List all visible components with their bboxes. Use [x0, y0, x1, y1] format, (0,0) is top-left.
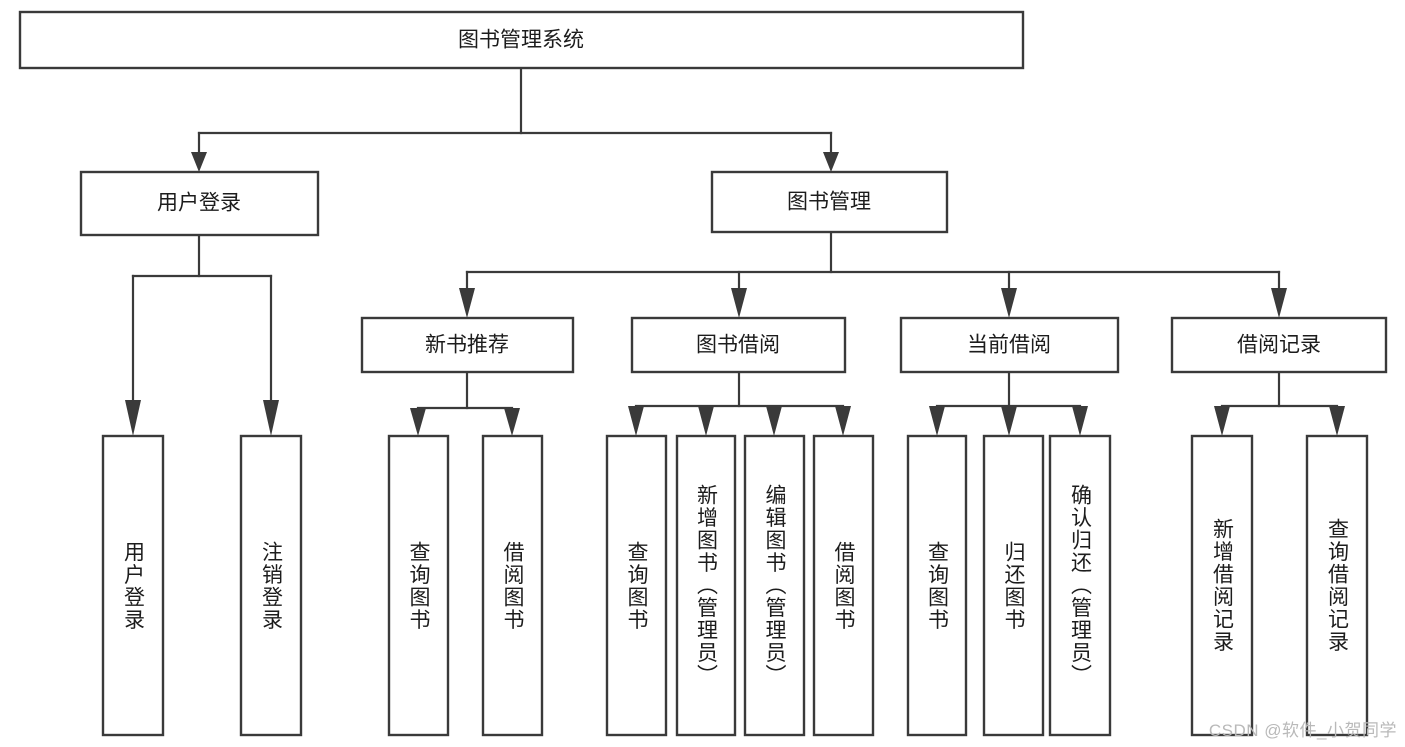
node-root-label: 图书管理系统: [458, 29, 584, 52]
arrowhead-user-login: [191, 152, 207, 172]
node-book-borrow-label: 图书借阅: [696, 334, 780, 357]
node-new-book-recommend-box[interactable]: [360, 316, 575, 374]
node-user-login-box[interactable]: [79, 170, 320, 237]
node-user-login[interactable]: 用户登录: [79, 170, 320, 237]
arrowhead-leaf-edit-book: [766, 406, 782, 436]
node-borrow-record-label: 借阅记录: [1237, 334, 1321, 357]
node-book-management-label: 图书管理: [787, 191, 871, 214]
node-book-management-box[interactable]: [710, 170, 949, 234]
node-leaf-logout-box[interactable]: [239, 434, 303, 737]
arrowhead-new-book-recommend: [459, 288, 475, 318]
node-borrow-record-box[interactable]: [1170, 316, 1388, 374]
node-leaf-user-login-box[interactable]: [101, 434, 165, 737]
node-leaf-edit-book-box[interactable]: [743, 434, 806, 737]
node-user-login-label: 用户登录: [157, 192, 241, 215]
connectors-borrow-record-leaves: [1214, 370, 1345, 436]
node-leaf-borrow-book-2-box[interactable]: [812, 434, 875, 737]
connectors-book-borrow-leaves: [628, 370, 851, 436]
arrowhead-book-borrow: [731, 288, 747, 318]
arrowhead-leaf-add-book: [698, 406, 714, 436]
arrowhead-leaf-query-book-2: [628, 406, 644, 436]
node-leaf-borrow-book-1-box[interactable]: [481, 434, 544, 737]
node-leaf-query-record-box[interactable]: [1305, 434, 1369, 737]
node-book-borrow[interactable]: 图书借阅: [630, 316, 847, 374]
arrowhead-leaf-logout: [263, 400, 279, 436]
node-leaf-query-book-2-box[interactable]: [605, 434, 668, 737]
connectors-book-management-level2: [459, 230, 1287, 318]
node-book-management[interactable]: 图书管理: [710, 170, 949, 234]
arrowhead-current-borrow: [1001, 288, 1017, 318]
connectors-user-login-leaves: [125, 233, 279, 436]
node-leaf-confirm-return-box[interactable]: [1048, 434, 1112, 737]
node-leaf-query-book-3-box[interactable]: [906, 434, 968, 737]
node-leaf-return-book-box[interactable]: [982, 434, 1045, 737]
arrowhead-leaf-query-record: [1329, 406, 1345, 436]
arrowhead-book-management: [823, 152, 839, 172]
arrowhead-leaf-confirm-return: [1072, 406, 1088, 436]
node-book-borrow-box[interactable]: [630, 316, 847, 374]
connectors-root-level1: [191, 66, 839, 172]
csdn-watermark: CSDN @软件_小贺同学: [1208, 721, 1397, 740]
arrowhead-leaf-borrow-book-1: [504, 408, 520, 436]
arrowhead-leaf-query-book-3: [929, 406, 945, 436]
node-new-book-recommend-label: 新书推荐: [425, 334, 509, 357]
arrowhead-leaf-query-book-1: [410, 408, 426, 436]
node-borrow-record[interactable]: 借阅记录: [1170, 316, 1388, 374]
node-leaf-add-book-box[interactable]: [675, 434, 737, 737]
arrowhead-leaf-return-book: [1001, 406, 1017, 436]
node-current-borrow-label: 当前借阅: [967, 334, 1051, 357]
connectors-current-borrow-leaves: [929, 370, 1088, 436]
arrowhead-borrow-record: [1271, 288, 1287, 318]
node-leaf-add-record-box[interactable]: [1190, 434, 1254, 737]
node-leaf-query-book-1-box[interactable]: [387, 434, 450, 737]
node-root[interactable]: 图书管理系统: [18, 10, 1025, 70]
node-root-box[interactable]: [18, 10, 1025, 70]
node-current-borrow-box[interactable]: [899, 316, 1120, 374]
arrowhead-leaf-user-login: [125, 400, 141, 436]
node-new-book-recommend[interactable]: 新书推荐: [360, 316, 575, 374]
arrowhead-leaf-borrow-book-2: [835, 406, 851, 436]
node-current-borrow[interactable]: 当前借阅: [899, 316, 1120, 374]
connectors-new-book-leaves: [410, 370, 520, 436]
arrowhead-leaf-add-record: [1214, 406, 1230, 436]
